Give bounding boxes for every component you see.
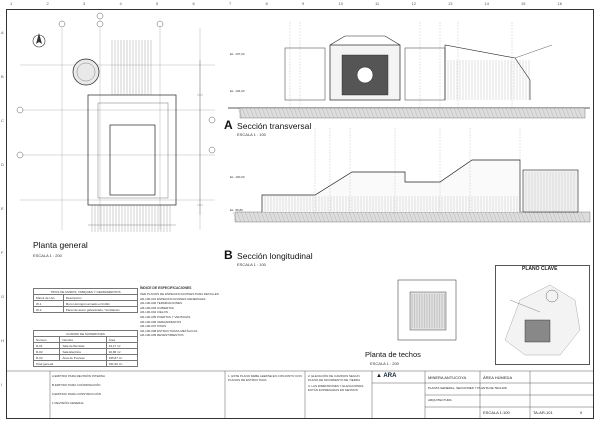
spec-index-line: AR-100-009 REVESTIMIENTOS: [140, 333, 184, 338]
spec-index-line: AR-100-002 TERMINACIONES: [140, 301, 182, 306]
grid-column-label: 4: [119, 1, 122, 6]
grid-column-label: 5: [156, 1, 159, 6]
revision-row: 0 EMITIDO PARA CONSTRUCCIÓN: [52, 392, 101, 396]
grid-column-label: 11: [375, 1, 380, 6]
spec-index-line: VER PLANOS DE ESPECIFICACIONES PARA DETA…: [140, 292, 219, 296]
walls-legend-cell: Panel de acero galvanizado / Ventilación: [62, 306, 139, 313]
roof-plan-drawing: [397, 279, 457, 341]
walls-legend-cell: W-2: [33, 306, 64, 313]
section-a-title-text: Sección transversal: [237, 121, 312, 131]
elevation-label: EL. 107,00: [230, 52, 245, 56]
grid-row-label: F: [1, 250, 4, 255]
grid-column-label: 2: [46, 1, 49, 6]
plan-outline: [87, 94, 177, 206]
plan-dimensions: [88, 60, 203, 226]
grid-column-label: 9: [302, 1, 305, 6]
grid-column-label: 13: [448, 1, 453, 6]
grid-column-label: 6: [192, 1, 195, 6]
surfaces-total-value: 331,90 m²: [105, 360, 139, 367]
plan-title-text: Planta general: [33, 240, 88, 250]
walls-legend-table: TIPOS DE MUROS, TABIQUES Y CERRAMIENTOS …: [33, 288, 139, 313]
grid-bubbles: [16, 12, 216, 159]
grid-column-label: 3: [83, 1, 86, 6]
elevation-label: EL. 100,00: [230, 175, 245, 179]
grid-column-label: 12: [411, 1, 416, 6]
plan-title: Planta general: [33, 240, 88, 250]
section-b-grid: [314, 128, 521, 214]
sheet-border: [6, 9, 594, 419]
elevation-label: EL. 96,80: [230, 208, 243, 212]
elevation-label: EL. 104,00: [230, 89, 245, 93]
spec-index-line: AR-100-005 PUERTAS Y VENTANAS: [140, 315, 191, 319]
project-name: ÁREA HÚMEDA: [483, 375, 513, 380]
grid-row-label: I: [1, 382, 3, 387]
grid-column-label: 10: [338, 1, 343, 6]
revision-row: 1 REVISIÓN GENERAL: [52, 401, 85, 405]
grid-column-label: 16: [557, 1, 562, 6]
section-b-letter: B: [224, 248, 233, 262]
drawing-number: ESCALA 1:100: [483, 410, 510, 415]
section-a-letter: A: [224, 118, 233, 132]
title-block-note: 1. ESTE PLANO DEBE LEERSE EN CONJUNTO CO…: [228, 374, 302, 382]
drawing-title-label: PLANTA GENERAL, SECCIONES Y PLANTA DE TE…: [428, 386, 507, 390]
grid-row-label: E: [1, 206, 4, 211]
grid-row-label: B: [1, 74, 4, 79]
key-plan-drawing: [504, 284, 581, 356]
logo-mark-icon: ▲: [376, 373, 382, 379]
grid-row-label: C: [1, 118, 4, 123]
section-b-title-text: Sección longitudinal: [237, 251, 313, 261]
key-plan-panel: [495, 265, 590, 365]
grid-column-label: 8: [265, 1, 268, 6]
section-b-drawing: [232, 159, 591, 223]
title-block-note: 2. ELEVACIÓN DE CAMINOS SEGÚN PLANO DE M…: [308, 374, 361, 382]
grid-row-label: D: [1, 162, 4, 167]
revision-row: A EMITIDO PARA REVISIÓN INTERNA: [52, 374, 105, 378]
spec-index-line: AR-100-006 CERRAMIENTOS: [140, 319, 182, 324]
surfaces-total-label: Total general: [33, 360, 107, 367]
tank: [72, 58, 100, 86]
revision-row: B EMITIDO PARA COORDINACIÓN: [52, 383, 101, 387]
spec-index-line: AR-100-004 CIELOS: [140, 310, 169, 315]
grid-column-label: 1: [10, 1, 13, 6]
revision-number: 0: [580, 410, 583, 415]
section-a-scale: ESCALA 1 : 100: [237, 132, 266, 137]
plan-grid: [20, 28, 215, 230]
spec-index-line: AR-100-007 PISOS: [140, 324, 167, 329]
key-plan-title: PLANO CLAVE: [522, 266, 558, 272]
section-b-title: B Sección longitudinal: [224, 248, 313, 262]
sheet-reference: TA-AR-101: [533, 410, 553, 415]
plan-hatch: [91, 40, 171, 232]
grid-row-label: A: [1, 30, 4, 35]
company-name: ARA: [383, 373, 397, 379]
roof-scale: ESCALA 1 : 200: [370, 361, 399, 366]
spec-index-line: AR-100-008 ESTRUCTURAS METÁLICAS: [140, 328, 198, 333]
roof-title: Planta de techos: [365, 350, 421, 359]
section-b-scale: ESCALA 1 : 100: [237, 262, 266, 267]
north-arrow-icon: [32, 33, 46, 48]
spec-index-line: AR-100-003 CUBIERTAS: [140, 305, 174, 310]
discipline: ARQUITECTURA: [428, 398, 452, 402]
section-a-title: A Sección transversal: [224, 118, 311, 132]
grid-column-label: 7: [229, 1, 232, 6]
title-block-note: 3. LAS DIMENSIONES Y ELEVACIONES ESTÁN E…: [308, 384, 364, 392]
company-logo: ▲ ARA: [376, 373, 396, 379]
spec-index-title: ÍNDICE DE ESPECIFICACIONES: [140, 286, 192, 290]
section-a-grid: [289, 22, 513, 110]
spec-index-line: AR-100-001 ESPECIFICACIONES GENERALES: [140, 296, 206, 301]
grid-row-label: G: [1, 294, 5, 299]
grid-column-label: 14: [484, 1, 489, 6]
grid-column-label: 15: [521, 1, 526, 6]
title-block-lines: [6, 370, 594, 419]
plan-scale: ESCALA 1 : 200: [33, 253, 62, 258]
section-a-drawing: [228, 35, 590, 119]
client-name: MINERA ANTUCOYA: [428, 375, 467, 380]
grid-row-label: H: [1, 338, 4, 343]
